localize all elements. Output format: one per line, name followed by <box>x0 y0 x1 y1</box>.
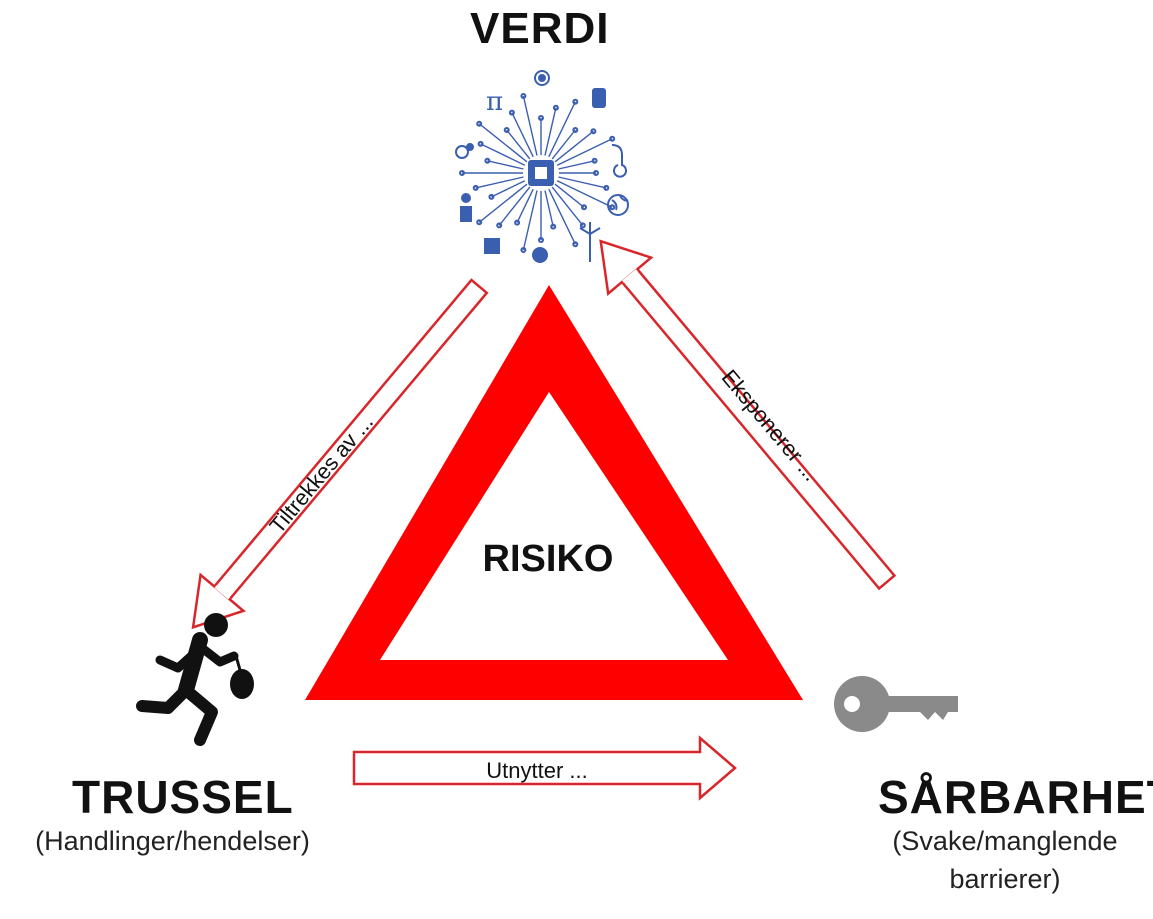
circuit-branch <box>556 138 613 166</box>
circuit-node <box>609 135 616 142</box>
circuit-node <box>508 109 515 116</box>
circuit-branch <box>522 190 538 251</box>
circuit-node <box>488 193 495 200</box>
key-icon <box>834 676 958 732</box>
circuit-node <box>590 128 597 135</box>
circuit-node <box>476 219 483 226</box>
vulnerability-subtitle-line2: barrierer) <box>949 864 1061 894</box>
running-thief-icon <box>136 613 254 746</box>
circuit-node <box>459 170 465 176</box>
arrow-label-left: Tiltrekkes av ... <box>264 409 378 538</box>
circuit-node <box>550 223 557 230</box>
circuit-node <box>581 204 587 211</box>
circuit-branch <box>556 180 613 208</box>
circuit-node <box>579 222 586 229</box>
circuit-node <box>552 104 559 111</box>
vulnerability-subtitle-line1: (Svake/manglende <box>892 826 1118 856</box>
circuit-branch <box>548 188 576 245</box>
circuit-branch <box>551 186 584 226</box>
threat-title: TRUSSEL <box>72 771 294 823</box>
value-title: VERDI <box>470 4 610 53</box>
arrow-exploits: Utnytter ... <box>352 735 737 801</box>
circuit-node <box>472 184 479 191</box>
circuit-branch <box>478 183 528 223</box>
circuit-tree-icon: π <box>455 70 629 263</box>
circuit-branch <box>475 176 524 189</box>
circuit-branch <box>478 123 528 163</box>
circuit-node <box>538 237 544 243</box>
circuit-node <box>593 170 599 176</box>
arrow-label-right: Eksponerer ... <box>717 365 824 486</box>
circuit-node <box>477 140 484 147</box>
svg-text:π: π <box>486 87 503 117</box>
circuit-node <box>572 241 579 248</box>
circuit-branch <box>480 143 526 166</box>
circuit-node <box>591 157 598 164</box>
circuit-node <box>520 93 527 99</box>
circuit-branch <box>522 95 538 156</box>
vulnerability-title: SÅRBARHET <box>878 771 1153 823</box>
circuit-node <box>484 157 491 164</box>
circuit-branch <box>487 160 524 170</box>
circuit-branch <box>554 130 594 163</box>
circuit-node <box>538 115 544 121</box>
circuit-node <box>496 222 503 229</box>
circuit-branch <box>498 186 531 226</box>
circuit-branch <box>511 112 534 158</box>
circuit-node <box>520 247 527 253</box>
circuit-branch <box>554 183 585 208</box>
circuit-node <box>572 127 579 133</box>
risk-triangle: RISIKO <box>305 285 803 700</box>
arrow-label-bottom: Utnytter ... <box>486 758 587 783</box>
circuit-node <box>476 120 483 127</box>
circuit-node <box>609 204 616 211</box>
circuit-branch <box>544 107 557 156</box>
circuit-node <box>572 98 579 105</box>
circuit-branch <box>548 101 576 158</box>
circuit-branch <box>551 129 576 160</box>
circuit-node <box>503 127 510 133</box>
risk-label: RISIKO <box>483 538 614 580</box>
circuit-node <box>603 184 610 191</box>
circuit-branch <box>544 190 554 227</box>
circuit-branch <box>516 188 534 223</box>
circuit-node <box>514 219 521 226</box>
circuit-branch <box>558 176 607 189</box>
circuit-branch <box>491 180 526 198</box>
circuit-branch <box>506 129 531 160</box>
circuit-branch <box>558 160 595 170</box>
arrow-exposes: Eksponerer ... <box>599 239 897 591</box>
threat-subtitle: (Handlinger/hendelser) <box>35 826 310 856</box>
